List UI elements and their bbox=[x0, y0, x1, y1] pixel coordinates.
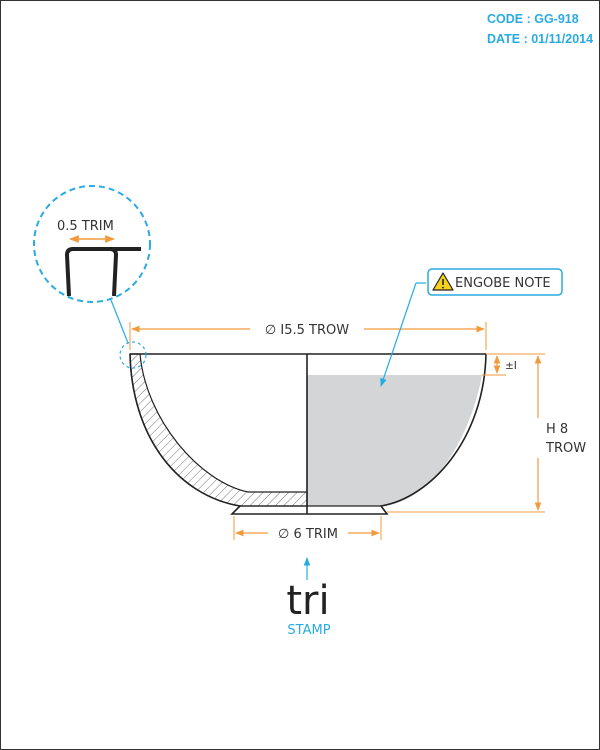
code-text: CODE : GG-918 bbox=[487, 12, 579, 26]
engobe-note-label: ENGOBE NOTE bbox=[455, 276, 551, 291]
wall-section-hatch bbox=[129, 353, 308, 507]
detail-rim-profile bbox=[64, 247, 141, 297]
height-label-bg bbox=[528, 418, 590, 458]
bottom-diameter-label: ∅ 6 TRIM bbox=[278, 527, 338, 542]
date-text: DATE : 01/11/2014 bbox=[487, 32, 593, 46]
bowl-outer-profile bbox=[129, 353, 487, 515]
detail-rim-inner bbox=[109, 247, 119, 297]
height-label-line1: H 8 bbox=[546, 422, 568, 437]
height-label-line2: TROW bbox=[545, 441, 586, 456]
warning-triangle-icon bbox=[432, 272, 454, 291]
top-diameter-label: ∅ I5.5 TROW bbox=[265, 323, 349, 338]
tolerance-label: ±I bbox=[505, 360, 517, 372]
stamp-label: STAMP bbox=[287, 623, 330, 638]
engobe-arrow-line bbox=[380, 282, 417, 387]
stamp-logo: tri bbox=[286, 578, 329, 624]
engobe-note-box bbox=[427, 268, 563, 296]
detail-leader-line bbox=[110, 299, 129, 344]
detail-circle bbox=[33, 185, 151, 303]
rim-target-circle bbox=[119, 341, 147, 369]
detail-label: 0.5 TRIM bbox=[57, 219, 114, 234]
glaze-fill-area bbox=[307, 375, 482, 506]
